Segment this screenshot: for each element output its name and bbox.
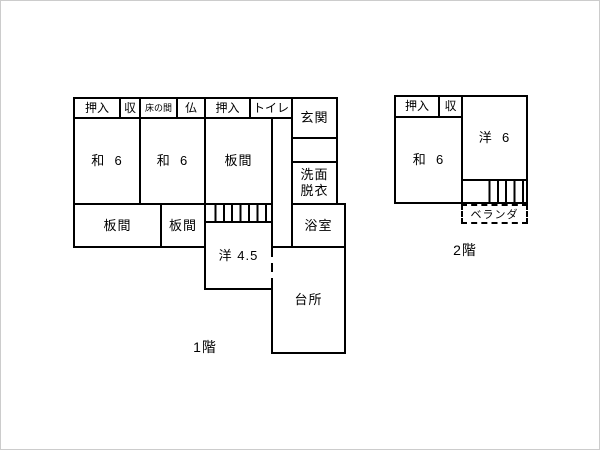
room-1f-washitsu-1: 和 6 [73, 117, 141, 205]
stairs-hatch-icon [208, 205, 271, 221]
room-label: 床の間 [144, 102, 172, 113]
room-label: 押入 [84, 100, 109, 115]
room-1f-shuno: 収 [119, 97, 141, 119]
room-label-line2: 脱衣 [300, 183, 329, 198]
dashed-opening [271, 248, 273, 286]
room-1f-tokonoma: 床の間 [139, 97, 178, 119]
room-label: 仏 [184, 100, 197, 115]
room-label: 浴室 [304, 217, 333, 233]
room-label: 収 [123, 100, 136, 115]
room-label: 洋 4.5 [218, 247, 259, 263]
room-label: 和 6 [156, 153, 189, 169]
room-1f-itanoma-bottom-2: 板間 [160, 203, 206, 248]
room-label: 和 6 [412, 152, 445, 168]
corridor-1f [271, 117, 293, 248]
room-label: 板間 [224, 153, 253, 169]
room-label: 板間 [168, 217, 197, 233]
room-label: ベランダ [470, 209, 519, 221]
room-label: 和 6 [91, 153, 123, 169]
room-2f-washitsu: 和 6 [394, 116, 463, 204]
room-1f-senmen-datsui: 洗面 脱衣 [291, 161, 338, 205]
room-label: 押入 [215, 100, 240, 115]
room-1f-youshitsu-45: 洋 4.5 [204, 221, 273, 290]
room-2f-oshiire: 押入 [394, 95, 440, 118]
room-label: 板間 [103, 217, 132, 233]
room-label: トイレ [252, 100, 289, 115]
hall-1f [291, 137, 338, 163]
room-1f-daidokoro: 台所 [271, 246, 346, 354]
room-1f-washitsu-2: 和 6 [139, 117, 206, 205]
room-1f-genkan: 玄関 [291, 97, 338, 139]
room-label-line1: 洗面 [300, 167, 329, 183]
room-label: 玄関 [300, 110, 329, 126]
caption-floor-2: 2階 [453, 242, 477, 258]
room-1f-yokushitsu: 浴室 [291, 203, 346, 248]
room-1f-oshiire-left: 押入 [73, 97, 121, 119]
stairs-1f [204, 203, 273, 223]
room-1f-itanoma-bottom-1: 板間 [73, 203, 162, 248]
room-2f-youshitsu-6: 洋 6 [461, 95, 528, 181]
stairs-2f [461, 179, 528, 204]
room-label: 押入 [404, 99, 429, 114]
room-2f-shuno: 収 [438, 95, 463, 118]
caption-floor-1: 1階 [193, 339, 217, 355]
veranda-2f: ベランダ [461, 204, 528, 224]
room-1f-butsudan: 仏 [176, 97, 206, 119]
room-1f-oshiire-right: 押入 [204, 97, 251, 119]
room-1f-toilet: トイレ [249, 97, 293, 119]
room-label: 台所 [294, 292, 323, 308]
room-label: 洋 6 [478, 130, 511, 146]
room-1f-itanoma-main: 板間 [204, 117, 273, 205]
room-label: 収 [444, 99, 457, 114]
stairs-hatch-icon [482, 181, 526, 202]
